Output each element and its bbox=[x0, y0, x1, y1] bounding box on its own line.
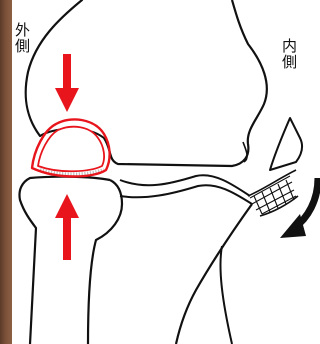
femur-condyle-medial bbox=[104, 0, 267, 166]
patella-outline bbox=[270, 118, 302, 170]
joint-capsule-lower bbox=[120, 185, 252, 204]
tibia-shaft-right bbox=[176, 204, 252, 344]
ligament-mesh bbox=[248, 170, 298, 216]
curved-arrow-icon bbox=[280, 178, 318, 238]
joint-capsule-line bbox=[120, 175, 250, 196]
femur-outline bbox=[26, 0, 82, 136]
lateral-label: 外側 bbox=[12, 22, 31, 54]
fibula-line bbox=[220, 246, 232, 344]
arrow-down-icon bbox=[55, 54, 79, 112]
tibia-plateau-right bbox=[88, 180, 122, 344]
medial-label: 内側 bbox=[279, 38, 298, 70]
arrow-up-icon bbox=[55, 194, 79, 260]
